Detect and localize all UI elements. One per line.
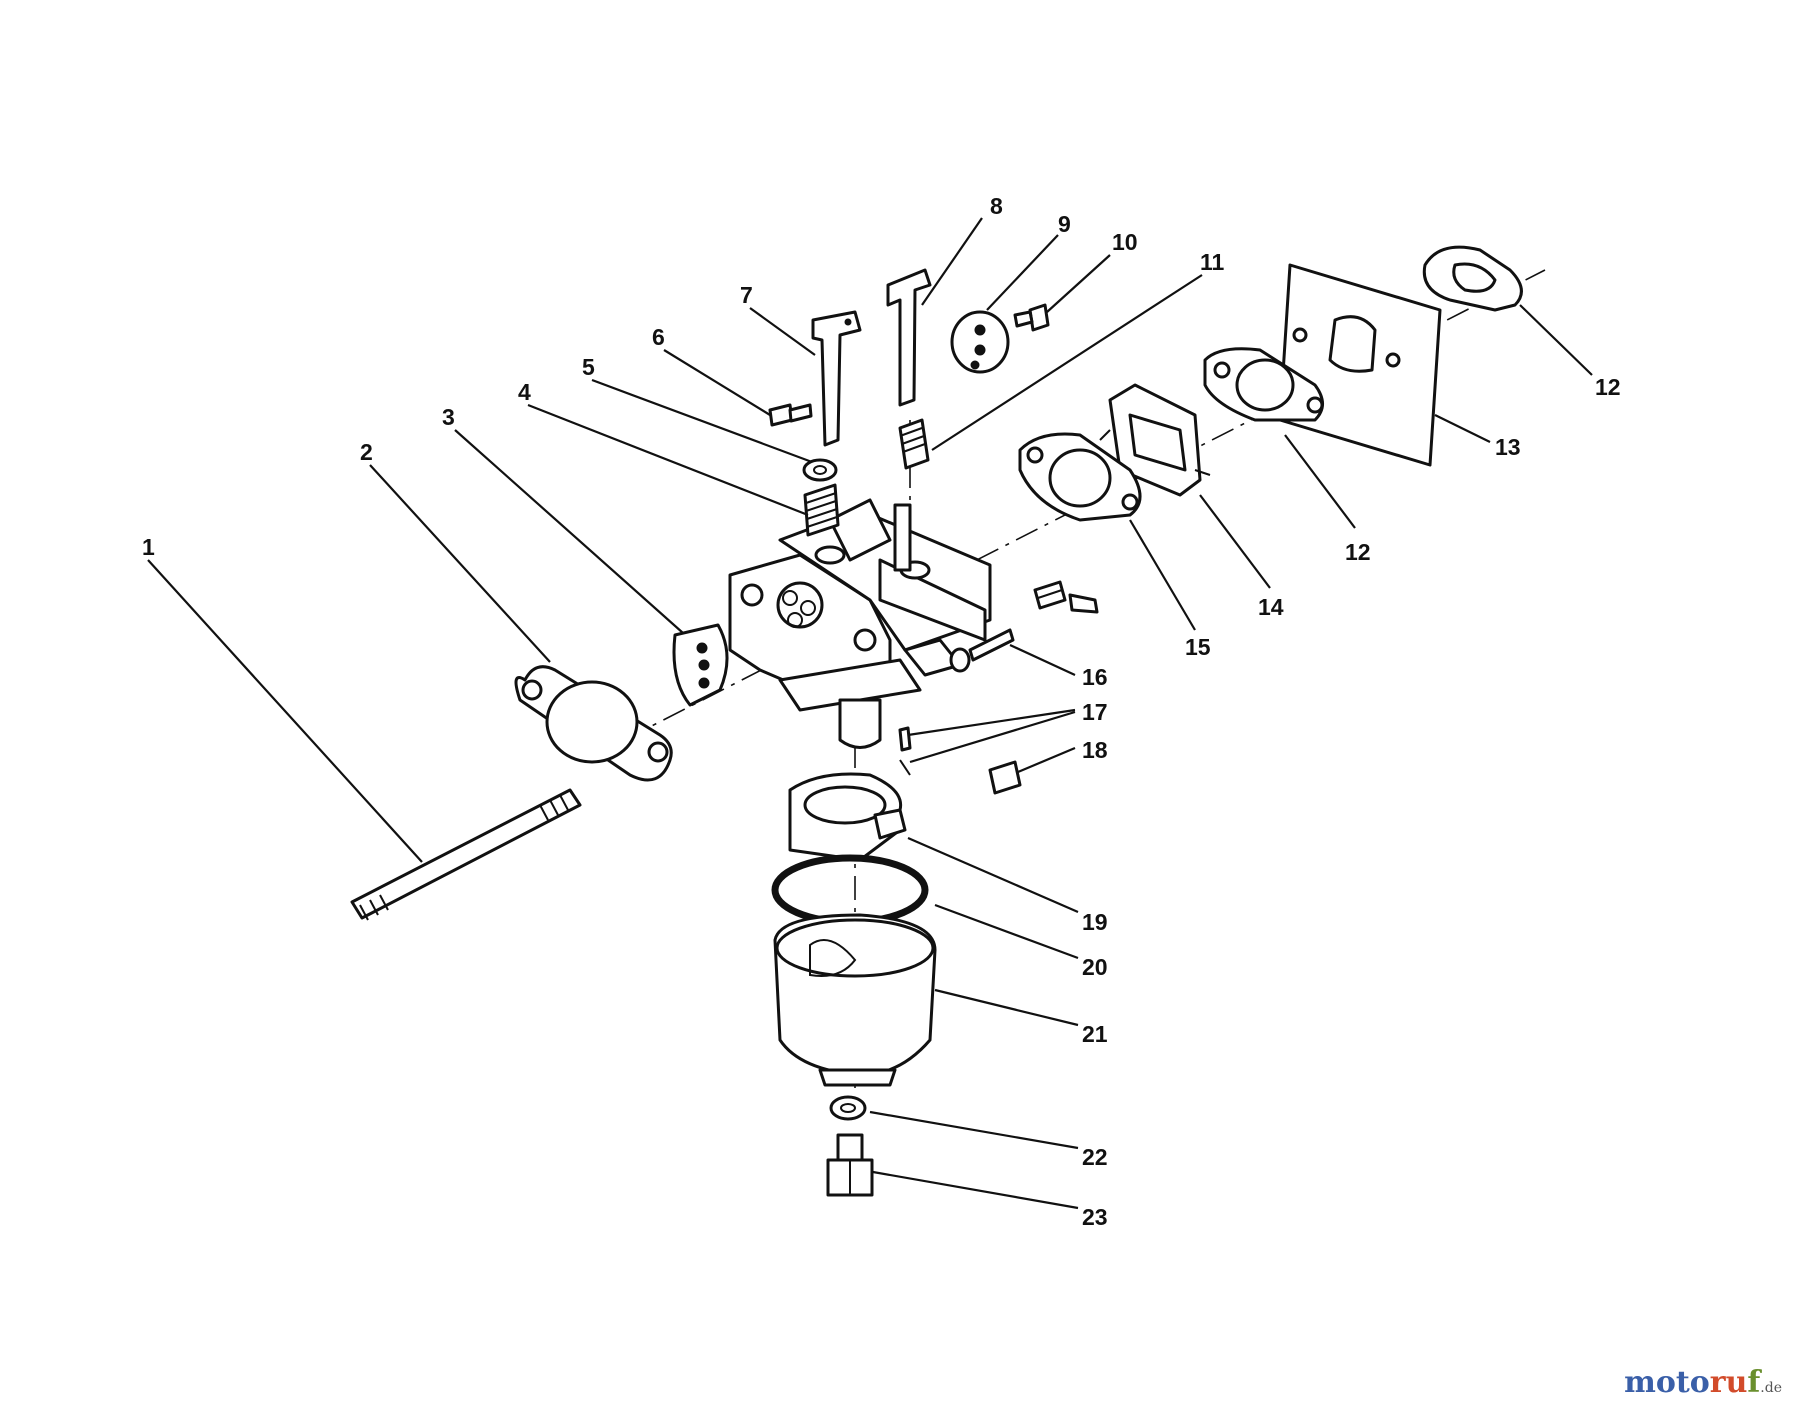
- callout-8: 8: [990, 193, 1003, 219]
- callout-15: 15: [1185, 634, 1211, 660]
- callout-2: 2: [360, 439, 373, 465]
- part-8-choke-shaft: [886, 268, 932, 407]
- part-6-screw: [768, 403, 813, 427]
- part-12-gasket-lower: [1203, 347, 1324, 422]
- part-2-gasket: [514, 665, 673, 782]
- callout-1: 1: [142, 534, 155, 560]
- watermark-part-2: ru: [1709, 1365, 1748, 1400]
- callout-14: 14: [1258, 594, 1284, 620]
- callout-12-lower: 12: [1345, 539, 1371, 565]
- callout-4: 4: [518, 379, 531, 405]
- motoruf-watermark-logo: motoruf.de: [1624, 1365, 1782, 1400]
- part-1-stud: [350, 788, 582, 921]
- part-17-pins: [898, 726, 912, 776]
- watermark-part-3: f: [1747, 1365, 1761, 1400]
- part-18-screw: [988, 760, 1022, 795]
- part-21-float-bowl: [773, 913, 937, 1087]
- callout-numbers: 1 2 3 4 5 6 7 8 9 10 11 12 12 13 14 15 1…: [142, 193, 1621, 1230]
- part-7-throttle-shaft: [811, 310, 862, 447]
- callout-6: 6: [652, 324, 665, 350]
- part-23-bolt: [826, 1133, 874, 1197]
- callout-19: 19: [1082, 909, 1108, 935]
- watermark-part-1: moto: [1624, 1365, 1710, 1400]
- part-4-spring: [803, 483, 840, 537]
- callout-13: 13: [1495, 434, 1521, 460]
- watermark-suffix: .de: [1760, 1380, 1782, 1396]
- part-10-screw: [1013, 303, 1050, 332]
- part-9-choke-valve: [950, 310, 1010, 374]
- part-22-washer: [829, 1095, 867, 1121]
- callout-9: 9: [1058, 211, 1071, 237]
- part-19-float: [788, 772, 907, 862]
- callout-3: 3: [442, 404, 455, 430]
- part-13-insulator-plate: [1278, 263, 1442, 467]
- callout-7: 7: [740, 282, 753, 308]
- part-12-gasket-upper: [1422, 245, 1523, 312]
- callout-18: 18: [1082, 737, 1108, 763]
- part-3-choke-plate: [672, 623, 729, 707]
- callout-11: 11: [1200, 249, 1225, 275]
- part-14-adapter: [1099, 383, 1211, 497]
- callout-16: 16: [1082, 664, 1108, 690]
- callout-23: 23: [1082, 1204, 1108, 1230]
- callout-20: 20: [1082, 954, 1108, 980]
- callout-22: 22: [1082, 1144, 1108, 1170]
- callout-10: 10: [1112, 229, 1138, 255]
- part-15-gasket: [1018, 432, 1142, 522]
- part-11-needle-valve: [898, 418, 930, 470]
- callout-12-upper: 12: [1595, 374, 1621, 400]
- part-16-screw-spring: [968, 580, 1099, 662]
- part-20-o-ring: [771, 854, 929, 926]
- leader-lines: [147, 217, 1593, 1210]
- carburetor-body: [728, 498, 992, 749]
- callout-21: 21: [1082, 1021, 1108, 1047]
- part-5-washer: [802, 458, 838, 482]
- callout-17: 17: [1082, 699, 1108, 725]
- callout-5: 5: [582, 354, 595, 380]
